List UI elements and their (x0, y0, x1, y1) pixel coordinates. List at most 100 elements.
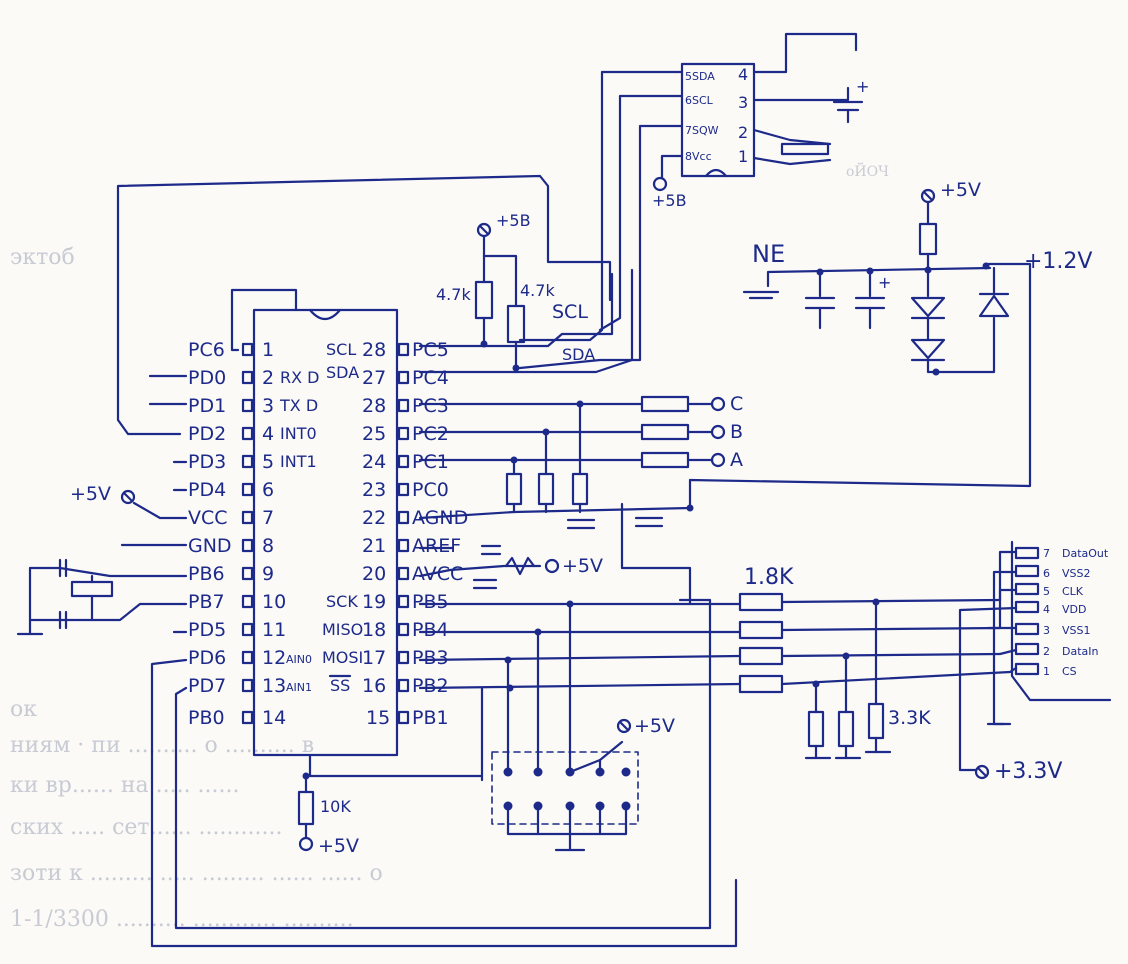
rtc-pin: 6SCL (685, 94, 714, 107)
terminal-c (710, 396, 726, 412)
pin-name: PB4 (412, 619, 449, 641)
card-pin-number: 6 (1043, 567, 1050, 580)
resistor-ss (738, 674, 784, 694)
wire (998, 550, 1018, 630)
right-pin-17: MOSI 17 PB3 (322, 647, 449, 669)
junction (812, 680, 820, 688)
card-pin-box (1014, 564, 1040, 578)
reset-supply-label: +5V (318, 835, 359, 857)
pin-function: SCL (326, 340, 356, 359)
wire-avcc (418, 564, 542, 578)
pin-number: 6 (262, 479, 274, 501)
bleed-line-1: ок (10, 697, 37, 722)
rtc-crystal (780, 142, 830, 156)
left-pin-7: VCC 7 (188, 507, 274, 529)
pin-box (397, 342, 410, 357)
terminal-b (710, 424, 726, 440)
right-pin-16: SS 16 PB2 (328, 674, 449, 697)
wire-rtc-gnd (752, 32, 858, 74)
right-pin-20: 20 AVCC (362, 563, 463, 585)
pin-box (241, 482, 254, 497)
pin-box (241, 342, 254, 357)
wire-ne-rail (766, 266, 992, 288)
output-c-label: C (730, 393, 743, 415)
pin-number: 19 (362, 591, 386, 613)
card-pin-number: 1 (1043, 665, 1050, 678)
resistor-miso (738, 620, 784, 640)
pin-function: MISO (322, 620, 363, 639)
rtc-pin: 4 (738, 65, 748, 84)
pin-number: 1 (262, 339, 274, 361)
pin-function: SS (330, 676, 350, 695)
avcc-supply-label: +5V (562, 555, 603, 577)
header-gnd-bus (506, 804, 628, 836)
junction (842, 652, 850, 660)
output-a-label: A (730, 449, 743, 471)
right-pin-22: 22 AGND (362, 507, 468, 529)
pin-name: PC3 (412, 395, 449, 417)
card-pin-3: 3 VSS1 (1014, 622, 1091, 637)
right-pin-19: SCK 19 PB5 (326, 591, 449, 613)
wire-rtc-bat (752, 86, 850, 102)
junction (872, 598, 880, 606)
resistor-divider-1 (807, 710, 825, 748)
bleed-line-8: оЙОЧ (846, 161, 889, 180)
pin-box (241, 454, 254, 469)
pin-number: 22 (362, 507, 386, 529)
power-section: NE +5V +1.2V + (742, 179, 1092, 376)
wire-pc6 (230, 288, 298, 352)
resistor-10k (297, 790, 315, 826)
junction (534, 628, 542, 636)
pin-number: 25 (362, 423, 386, 445)
junction (686, 504, 694, 512)
junction (566, 600, 574, 608)
resistor-4-7k-2 (506, 304, 526, 344)
rtc-pin: 5SDA (685, 70, 715, 83)
junction (506, 684, 514, 692)
pin-number: 2 (262, 367, 274, 389)
card-pin-name: VDD (1062, 603, 1086, 616)
pin-name: PD6 (188, 647, 226, 669)
pin-box (397, 426, 410, 441)
pin-name: PD5 (188, 619, 226, 641)
mcu-body (252, 308, 399, 757)
card-pin-number: 2 (1043, 645, 1050, 658)
pin-box (397, 398, 410, 413)
wire (998, 588, 1018, 602)
diode-2 (910, 338, 946, 360)
terminal-a (710, 452, 726, 468)
header-pin (621, 767, 631, 777)
mcu-left-pins: PC6 1 PD0 2 RX D PD1 3 TX D PD2 4 INT0 P… (188, 339, 319, 729)
pin-name: AGND (412, 507, 468, 529)
right-pin-18: MISO 18 PB4 (322, 619, 449, 641)
cap-plus: + (878, 273, 891, 292)
rtc-pin: 1 (738, 147, 748, 166)
resistor-sck (738, 592, 784, 612)
mcu-chip (252, 308, 399, 757)
pin-box (241, 538, 254, 553)
ne-label: NE (752, 240, 785, 268)
right-pin-27: SDA 27 PC4 (326, 363, 449, 389)
vdd-terminal (974, 764, 990, 780)
bleed-line-5: зоти к ......... ..... ......... ...... … (10, 861, 383, 886)
pin-box (397, 678, 410, 693)
card-pin-box (1014, 662, 1040, 676)
rtc-pin: 8Vcc (685, 150, 712, 163)
wire-vdd (958, 606, 1018, 772)
pin-name: PD0 (188, 367, 226, 389)
wire-pd7-loop (174, 598, 712, 930)
pin-box (397, 594, 410, 609)
wire-agnd (418, 510, 516, 520)
left-pin-2: PD0 2 RX D (188, 367, 319, 389)
rtc-pin: 2 (738, 123, 748, 142)
wire (998, 648, 1018, 656)
left-wiring: +5V (16, 174, 738, 948)
pin-name: PD1 (188, 395, 226, 417)
sda-label: SDA (562, 345, 595, 364)
card-pin-4: 4 VDD (1014, 600, 1086, 616)
pin-number: 9 (262, 563, 274, 585)
pin-box (397, 482, 410, 497)
junction (816, 268, 824, 276)
pin-name: PD7 (188, 675, 226, 697)
pin-box (397, 650, 410, 665)
